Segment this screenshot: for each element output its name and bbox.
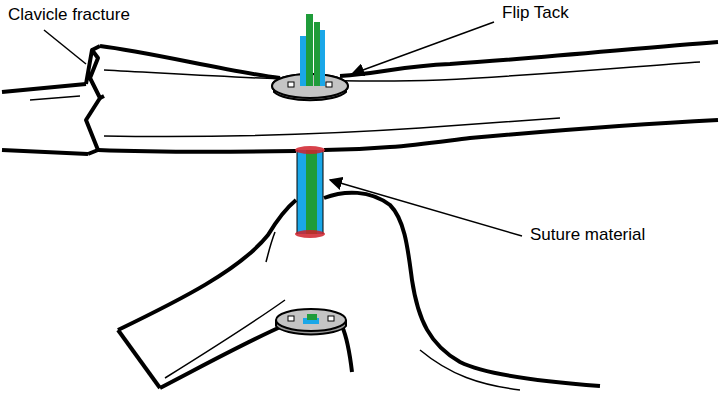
bone-contour <box>30 62 700 137</box>
flip-tack <box>276 309 346 334</box>
part-label: Flip Tack <box>500 4 571 23</box>
flip-tack <box>272 14 348 100</box>
suture-strand <box>295 146 325 238</box>
part-label: Clavicle fracture <box>6 6 132 25</box>
leader-line <box>44 22 522 236</box>
part-label: Suture material <box>528 226 647 245</box>
clavicle-bone <box>2 42 718 154</box>
bone-contour <box>165 232 520 390</box>
coracoid-bone <box>118 193 600 388</box>
